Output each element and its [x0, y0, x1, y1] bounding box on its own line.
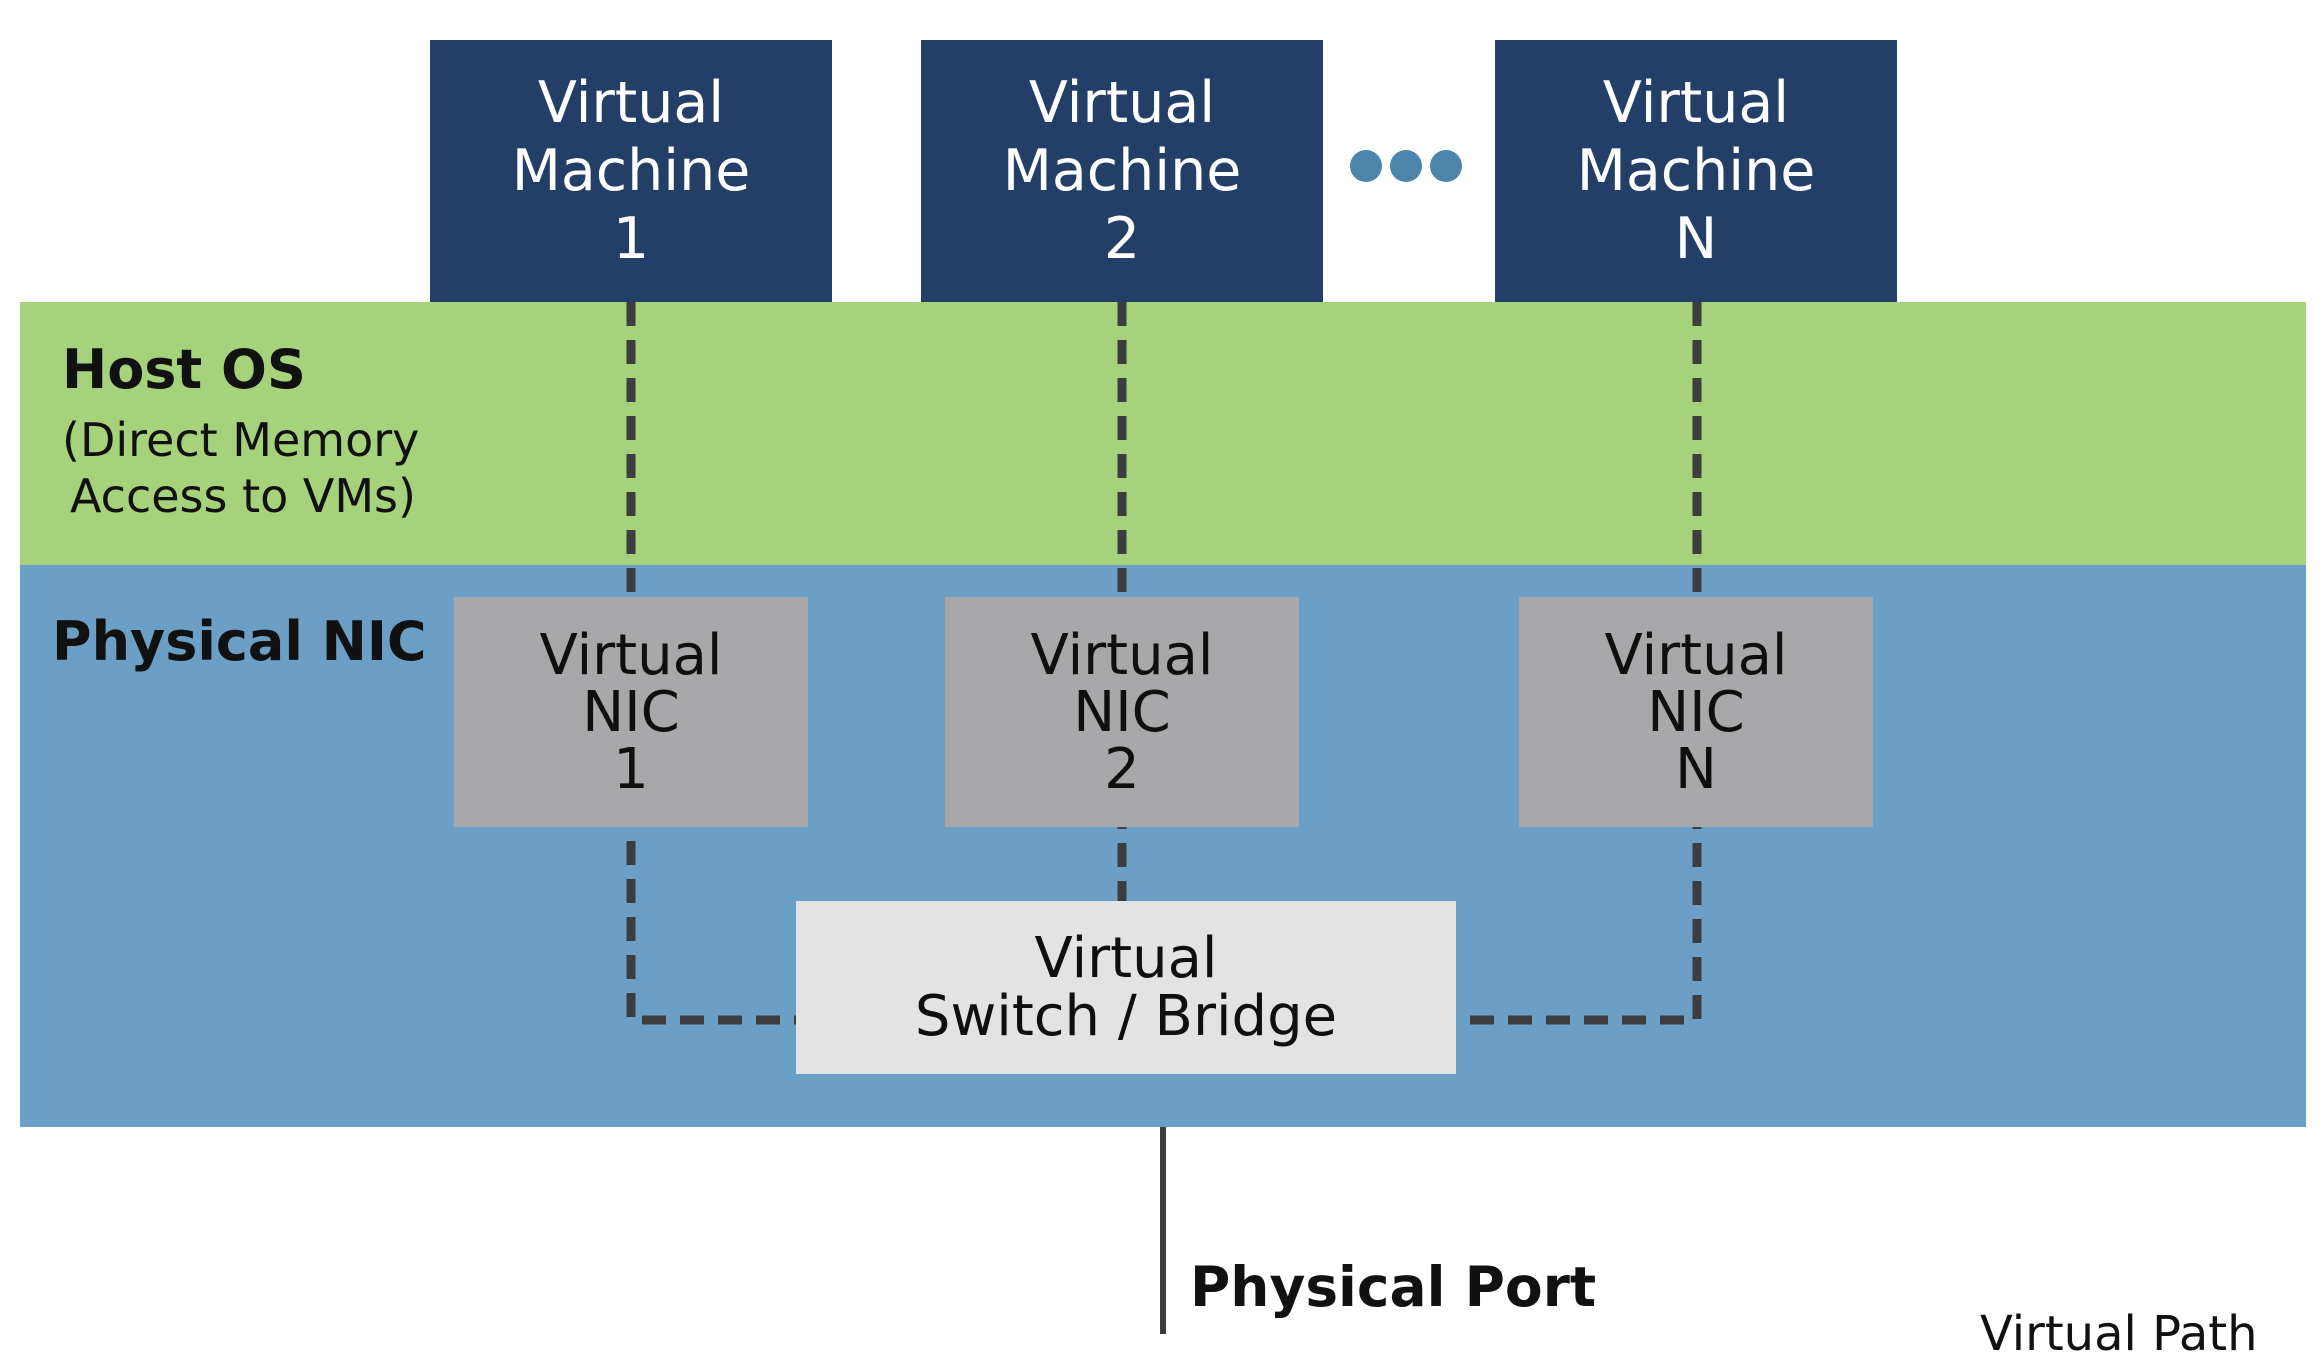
vm-label-line: Virtual: [1028, 70, 1216, 136]
physical-nic-title: Physical NIC: [52, 610, 427, 673]
switch-label-line: Switch / Bridge: [914, 983, 1338, 1049]
host-os-subtitle-line1: (Direct Memory: [62, 413, 420, 467]
vnic-label-line: NIC: [582, 679, 680, 745]
vnic-label-line: NIC: [1647, 679, 1745, 745]
virtual-machine-2: Virtual Machine 2: [921, 40, 1323, 302]
virtual-switch-bridge: Virtual Switch / Bridge: [796, 901, 1456, 1074]
vnic-label-line: Virtual: [1604, 622, 1788, 688]
vm-number: 1: [612, 206, 650, 272]
vm-label-line: Machine: [1002, 138, 1242, 204]
vm-label-line: Machine: [1576, 138, 1816, 204]
vnic-label-line: NIC: [1073, 679, 1171, 745]
host-os-subtitle-line2: Access to VMs): [70, 469, 416, 523]
host-os-title: Host OS: [62, 338, 306, 401]
vnic1-to-switch-link: [626, 765, 796, 1025]
host-os-layer: [20, 302, 2306, 565]
vnic-label-line: Virtual: [539, 622, 723, 688]
virtual-nic-n: Virtual NIC N: [1519, 597, 1873, 827]
ellipsis-dot: [1350, 150, 1382, 182]
vm-number: 2: [1103, 206, 1141, 272]
vm-label-line: Virtual: [537, 70, 725, 136]
ellipsis-dot: [1430, 150, 1462, 182]
vnic-number: N: [1675, 736, 1717, 802]
vnic-label-line: Virtual: [1030, 622, 1214, 688]
more-machines-ellipsis: [1350, 150, 1462, 182]
virtual-machine-1: Virtual Machine 1: [430, 40, 832, 302]
vm-label-line: Machine: [511, 138, 751, 204]
cut-off-label: Virtual Path: [1980, 1306, 2258, 1362]
virtual-nic-1: Virtual NIC 1: [454, 597, 808, 827]
vnicn-to-switch-link: [1456, 805, 1702, 1025]
physical-port-label: Physical Port: [1190, 1255, 1597, 1319]
ellipsis-dot: [1390, 150, 1422, 182]
vnic-number: 2: [1104, 736, 1140, 802]
vm-number: N: [1674, 206, 1718, 272]
vnic-number: 1: [613, 736, 649, 802]
connection-lines: [626, 302, 1702, 1334]
vm-label-line: Virtual: [1602, 70, 1790, 136]
virtual-nic-2: Virtual NIC 2: [945, 597, 1299, 827]
switch-label-line: Virtual: [1034, 925, 1218, 991]
architecture-diagram: Host OS (Direct Memory Access to VMs) Ph…: [20, 40, 2306, 1362]
virtual-machine-n: Virtual Machine N: [1495, 40, 1897, 302]
